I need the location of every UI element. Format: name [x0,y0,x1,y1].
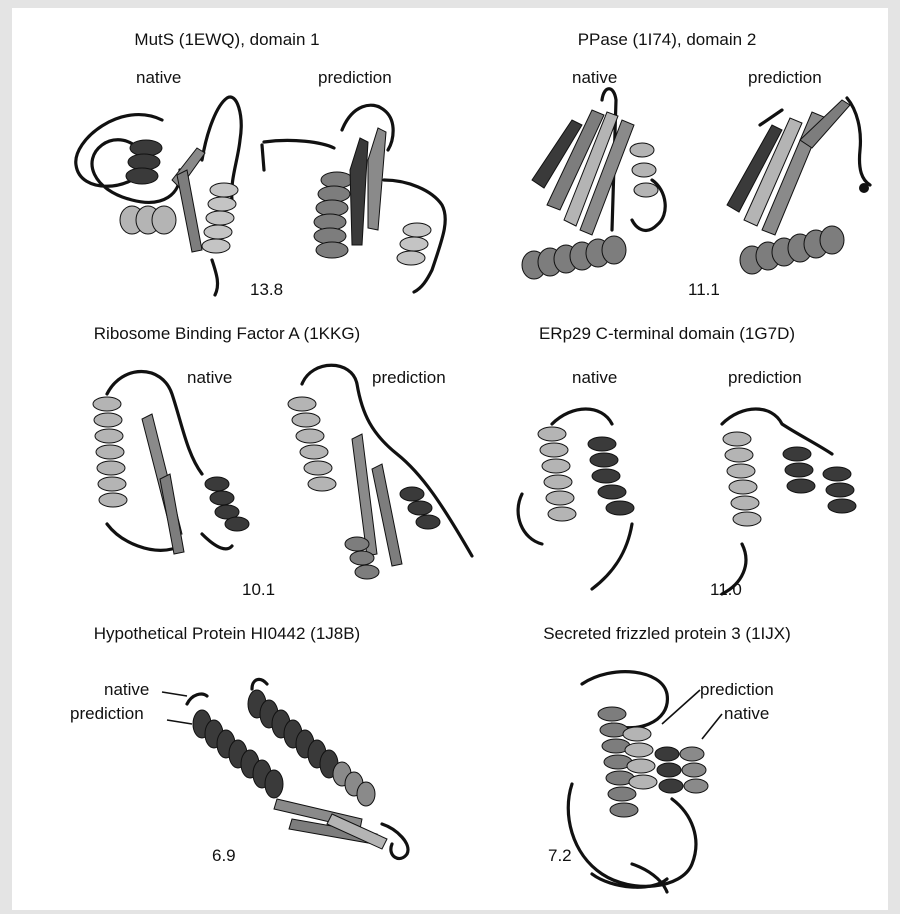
native-structure [93,372,249,555]
rmsd-score: 11.1 [688,280,720,300]
rmsd-score: 6.9 [212,846,236,866]
native-structure [76,97,241,295]
label-leader [162,692,192,724]
superposed-structures [187,679,408,858]
label-leader [662,690,722,739]
native-structure [518,409,634,589]
rmsd-score: 10.1 [242,580,275,600]
ribbon-structure-pair [12,324,442,614]
prediction-structure [727,98,870,274]
ribbon-structure-pair [12,30,442,320]
panel-frizzled-protein: Secreted frizzled protein 3 (1IJX) predi… [452,624,882,914]
superposed-structures [568,672,708,892]
ribbon-structure-pair [12,624,442,914]
native-structure [522,89,665,279]
ribbon-structure-pair [452,624,882,914]
rmsd-score: 7.2 [548,846,572,866]
figure: MutS (1EWQ), domain 1 native prediction [12,8,888,910]
panel-hi0442: Hypothetical Protein HI0442 (1J8B) nativ… [12,624,442,914]
panel-erp29: ERp29 C-terminal domain (1G7D) native pr… [452,324,882,614]
panel-ribosome-binding-factor: Ribosome Binding Factor A (1KKG) native … [12,324,442,614]
ribbon-structure-pair [452,324,882,614]
prediction-structure [722,409,856,594]
prediction-structure [288,365,472,579]
prediction-structure [262,105,445,292]
rmsd-score: 13.8 [250,280,283,300]
panel-muts: MutS (1EWQ), domain 1 native prediction [12,30,442,320]
ribbon-structure-pair [452,30,882,320]
panel-ppase: PPase (1I74), domain 2 native prediction [452,30,882,320]
rmsd-score: 11.0 [710,580,742,600]
